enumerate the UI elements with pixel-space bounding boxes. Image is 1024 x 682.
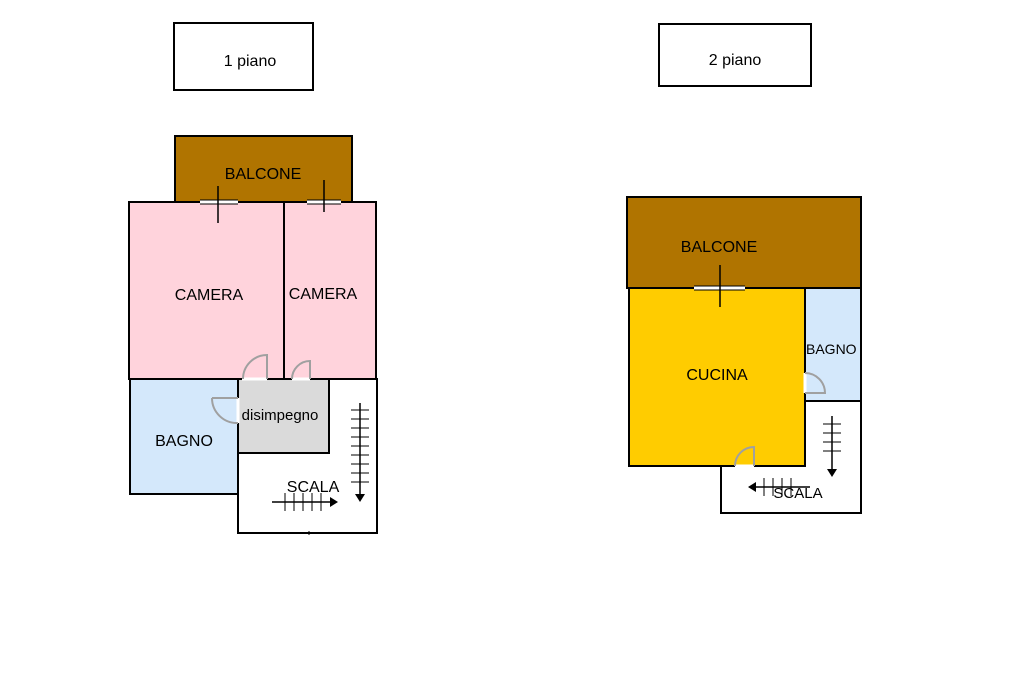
floor-1-disimpegno-label: disimpegno <box>242 407 319 424</box>
floor-2-bagno <box>804 287 862 402</box>
floor-1-balcony-door-right <box>307 180 341 212</box>
floor-2-balcone <box>626 196 862 289</box>
floor-1-door-camera-left <box>242 353 268 381</box>
floor-1-label: 1 piano <box>224 53 277 70</box>
floor-2-label-box <box>658 23 812 87</box>
floor-2-scala-label: SCALA <box>773 485 822 502</box>
floor-2-bagno-label: BAGNO <box>806 341 857 357</box>
floor-2-door-bagno <box>803 372 827 394</box>
floor-1-camera-right-label: CAMERA <box>289 286 358 303</box>
floor-1-camera-right <box>283 201 377 380</box>
floor-1-stairs-horizontal <box>272 493 338 511</box>
floor-1-door-camera-right <box>291 359 311 381</box>
floor-1-camera-left-label: CAMERA <box>175 287 244 304</box>
floor-1: 1 piano <box>128 22 378 535</box>
floor-1-door-bagno <box>211 397 240 425</box>
floor-1-scala <box>237 378 378 534</box>
floor-2-door-scala <box>734 445 755 468</box>
floor-1-balcony-door-left <box>200 186 238 223</box>
floor-1-stairs-vertical <box>351 403 369 502</box>
floor-1-scala-label: SCALA <box>287 479 340 496</box>
floor-2-label: 2 piano <box>709 52 762 69</box>
floor-1-balcone <box>174 135 353 203</box>
floor-2-stairs-horizontal <box>748 478 810 496</box>
floor-2-balcony-door <box>694 265 745 307</box>
floor-1-bagno-label: BAGNO <box>155 433 213 450</box>
floor-2-balcone-label: BALCONE <box>681 239 757 256</box>
floor-2: 2 piano <box>626 23 862 514</box>
floor-2-stairs-vertical <box>823 416 841 477</box>
floor-1-balcone-label: BALCONE <box>225 166 301 183</box>
floor-1-label-box <box>173 22 314 91</box>
floor-2-cucina-label: CUCINA <box>686 367 748 384</box>
